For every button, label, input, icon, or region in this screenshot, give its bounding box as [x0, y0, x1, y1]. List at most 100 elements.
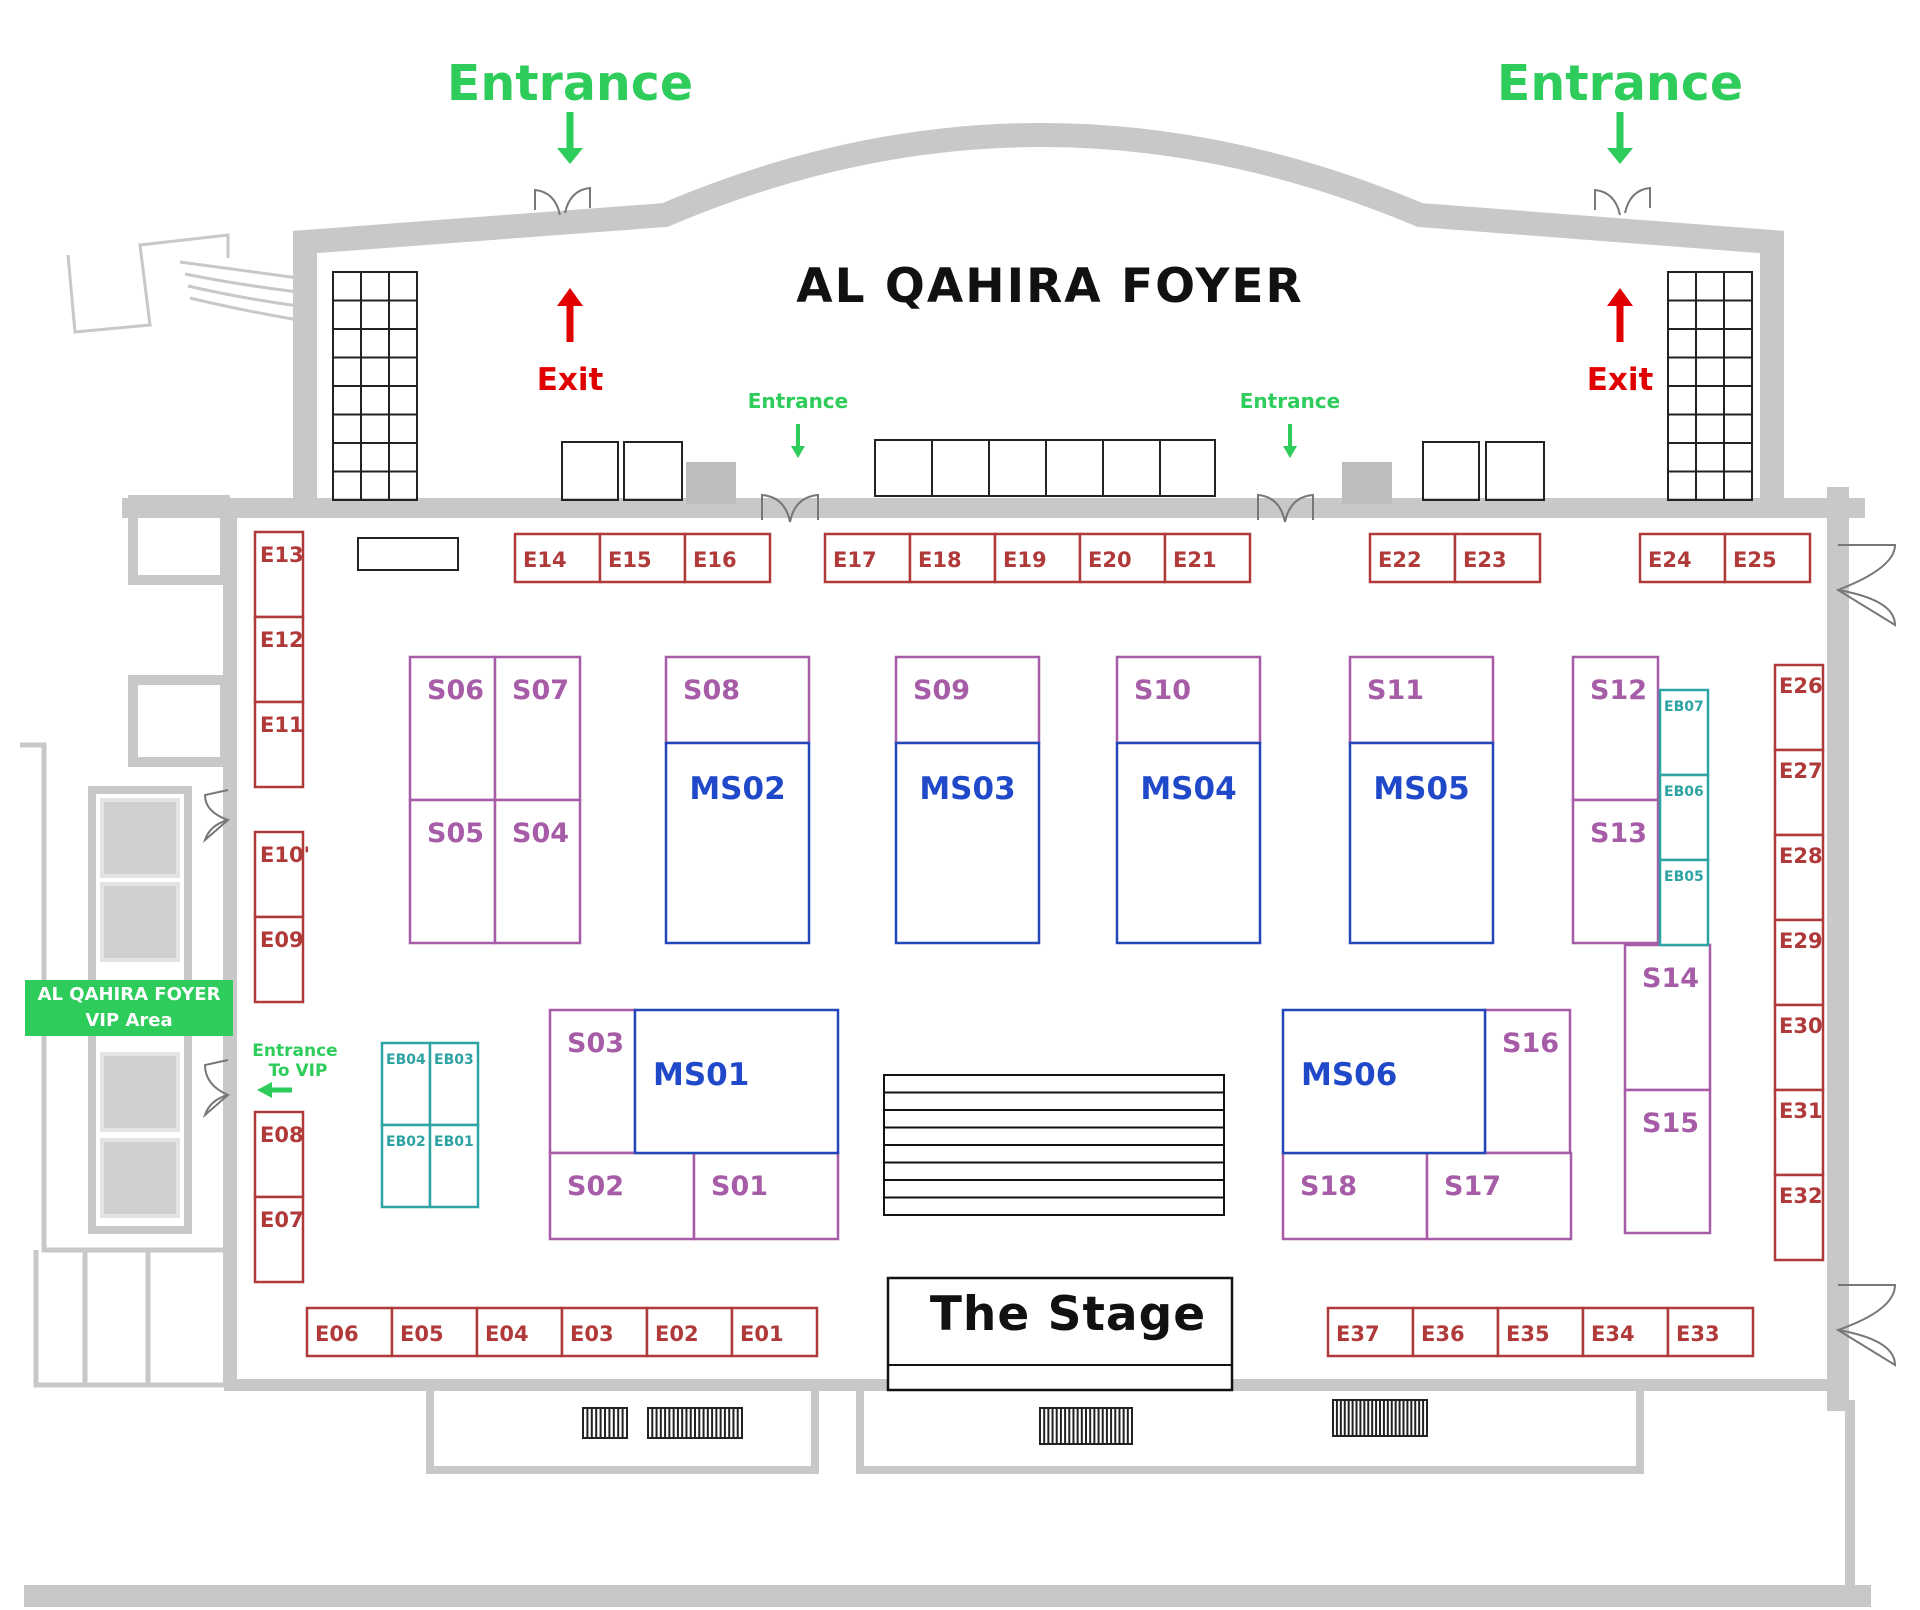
booth-e01[interactable]: E01	[730, 1306, 819, 1358]
booth-s04[interactable]: S04	[493, 798, 582, 945]
booth-s09[interactable]: S09	[894, 655, 1041, 745]
booth-e17[interactable]: E17	[823, 532, 912, 584]
booth-e14[interactable]: E14	[513, 532, 602, 584]
booth-eb07[interactable]: EB07	[1658, 688, 1710, 777]
booth-e21[interactable]: E21	[1163, 532, 1252, 584]
booth-ms03[interactable]: MS03	[894, 741, 1041, 945]
booth-e30[interactable]: E30	[1773, 1003, 1825, 1092]
booth-e03[interactable]: E03	[560, 1306, 649, 1358]
booth-e29[interactable]: E29	[1773, 918, 1825, 1007]
booth-eb02[interactable]: EB02	[380, 1123, 432, 1209]
booth-label: S03	[567, 1028, 624, 1059]
booth-eb01[interactable]: EB01	[428, 1123, 480, 1209]
booth-e25[interactable]: E25	[1723, 532, 1812, 584]
booth-label: E17	[833, 548, 877, 572]
booth-e08[interactable]: E08	[253, 1110, 305, 1199]
exit-left[interactable]: Exit	[537, 288, 604, 398]
booth-e12[interactable]: E12	[253, 615, 305, 704]
booth-e36[interactable]: E36	[1411, 1306, 1500, 1358]
booth-label: S13	[1590, 818, 1647, 849]
booth-s06[interactable]: S06	[408, 655, 497, 802]
booth-e32[interactable]: E32	[1773, 1173, 1825, 1262]
booth-ms02[interactable]: MS02	[664, 741, 811, 945]
booth-label: E04	[485, 1322, 529, 1346]
booth-outline	[253, 915, 305, 1004]
booth-e26[interactable]: E26	[1773, 663, 1825, 752]
booth-s14[interactable]: S14	[1623, 943, 1712, 1092]
booth-e16[interactable]: E16	[683, 532, 772, 584]
booth-e23[interactable]: E23	[1453, 532, 1542, 584]
booth-e35[interactable]: E35	[1496, 1306, 1585, 1358]
booth-s11[interactable]: S11	[1348, 655, 1495, 745]
booth-eb06[interactable]: EB06	[1658, 773, 1710, 862]
booth-ms05[interactable]: MS05	[1348, 741, 1495, 945]
left-room-1	[128, 495, 230, 585]
booth-label: E26	[1779, 674, 1823, 698]
booth-e05[interactable]: E05	[390, 1306, 479, 1358]
vip-area-sign[interactable]: AL QAHIRA FOYER VIP Area	[25, 980, 233, 1036]
booth-eb05[interactable]: EB05	[1658, 858, 1710, 947]
booth-label: EB01	[434, 1134, 474, 1150]
booth-label: E13	[260, 543, 304, 567]
booth-e28[interactable]: E28	[1773, 833, 1825, 922]
foyer-storage-left	[332, 271, 418, 501]
entrance-to-vip[interactable]: Entrance To VIP	[252, 1041, 338, 1098]
booth-e33[interactable]: E33	[1666, 1306, 1755, 1358]
booth-label: E09	[260, 928, 304, 952]
booth-s18[interactable]: S18	[1281, 1151, 1429, 1241]
door-foyer-left	[761, 493, 819, 523]
booth-outline	[380, 1123, 432, 1209]
booth-outline	[1723, 532, 1812, 584]
booth-eb04[interactable]: EB04	[380, 1041, 432, 1127]
vip-sign-background	[25, 980, 233, 1036]
booth-e37[interactable]: E37	[1326, 1306, 1415, 1358]
booth-s03[interactable]: S03	[548, 1008, 637, 1155]
booth-s10[interactable]: S10	[1115, 655, 1262, 745]
entrance-foyer-left[interactable]: Entrance	[748, 389, 848, 458]
booth-outline	[645, 1306, 734, 1358]
booth-e18[interactable]: E18	[908, 532, 997, 584]
booth-e27[interactable]: E27	[1773, 748, 1825, 837]
booth-eb03[interactable]: EB03	[428, 1041, 480, 1127]
arrow-up-icon	[557, 288, 583, 306]
booth-e19[interactable]: E19	[993, 532, 1082, 584]
booth-s12[interactable]: S12	[1571, 655, 1660, 802]
booth-label: S05	[427, 818, 484, 849]
booth-e11[interactable]: E11	[253, 700, 305, 789]
booth-e04[interactable]: E04	[475, 1306, 564, 1358]
booth-e07[interactable]: E07	[253, 1195, 305, 1284]
booth-outline	[1773, 663, 1825, 752]
entrance-foyer-right[interactable]: Entrance	[1240, 389, 1340, 458]
entrance-top-right[interactable]: Entrance	[1497, 55, 1743, 164]
booth-label: E30	[1779, 1014, 1823, 1038]
booth-s07[interactable]: S07	[493, 655, 582, 802]
exit-right[interactable]: Exit	[1587, 288, 1654, 398]
booth-s05[interactable]: S05	[408, 798, 497, 945]
booth-e22[interactable]: E22	[1368, 532, 1457, 584]
booth-e20[interactable]: E20	[1078, 532, 1167, 584]
entrance-top-left[interactable]: Entrance	[447, 55, 693, 164]
booth-ms01[interactable]: MS01	[633, 1008, 840, 1155]
booth-s16[interactable]: S16	[1483, 1008, 1572, 1155]
booth-s02[interactable]: S02	[548, 1151, 696, 1241]
booth-e06[interactable]: E06	[305, 1306, 394, 1358]
booth-e24[interactable]: E24	[1638, 532, 1727, 584]
booth-e34[interactable]: E34	[1581, 1306, 1670, 1358]
booth-e15[interactable]: E15	[598, 532, 687, 584]
booth-ms04[interactable]: MS04	[1115, 741, 1262, 945]
booth-e31[interactable]: E31	[1773, 1088, 1825, 1177]
booth-e02[interactable]: E02	[645, 1306, 734, 1358]
booth-e09[interactable]: E09	[253, 915, 305, 1004]
booth-outline	[1773, 1088, 1825, 1177]
booth-s13[interactable]: S13	[1571, 798, 1660, 945]
booth-e13[interactable]: E13	[253, 530, 305, 619]
booth-ms06[interactable]: MS06	[1281, 1008, 1487, 1155]
booth-outline	[408, 798, 497, 945]
booth-s17[interactable]: S17	[1425, 1151, 1573, 1241]
booth-s01[interactable]: S01	[692, 1151, 840, 1241]
booth-s08[interactable]: S08	[664, 655, 811, 745]
booth-s15[interactable]: S15	[1623, 1088, 1712, 1235]
booth-e10[interactable]: E10'	[253, 830, 310, 919]
